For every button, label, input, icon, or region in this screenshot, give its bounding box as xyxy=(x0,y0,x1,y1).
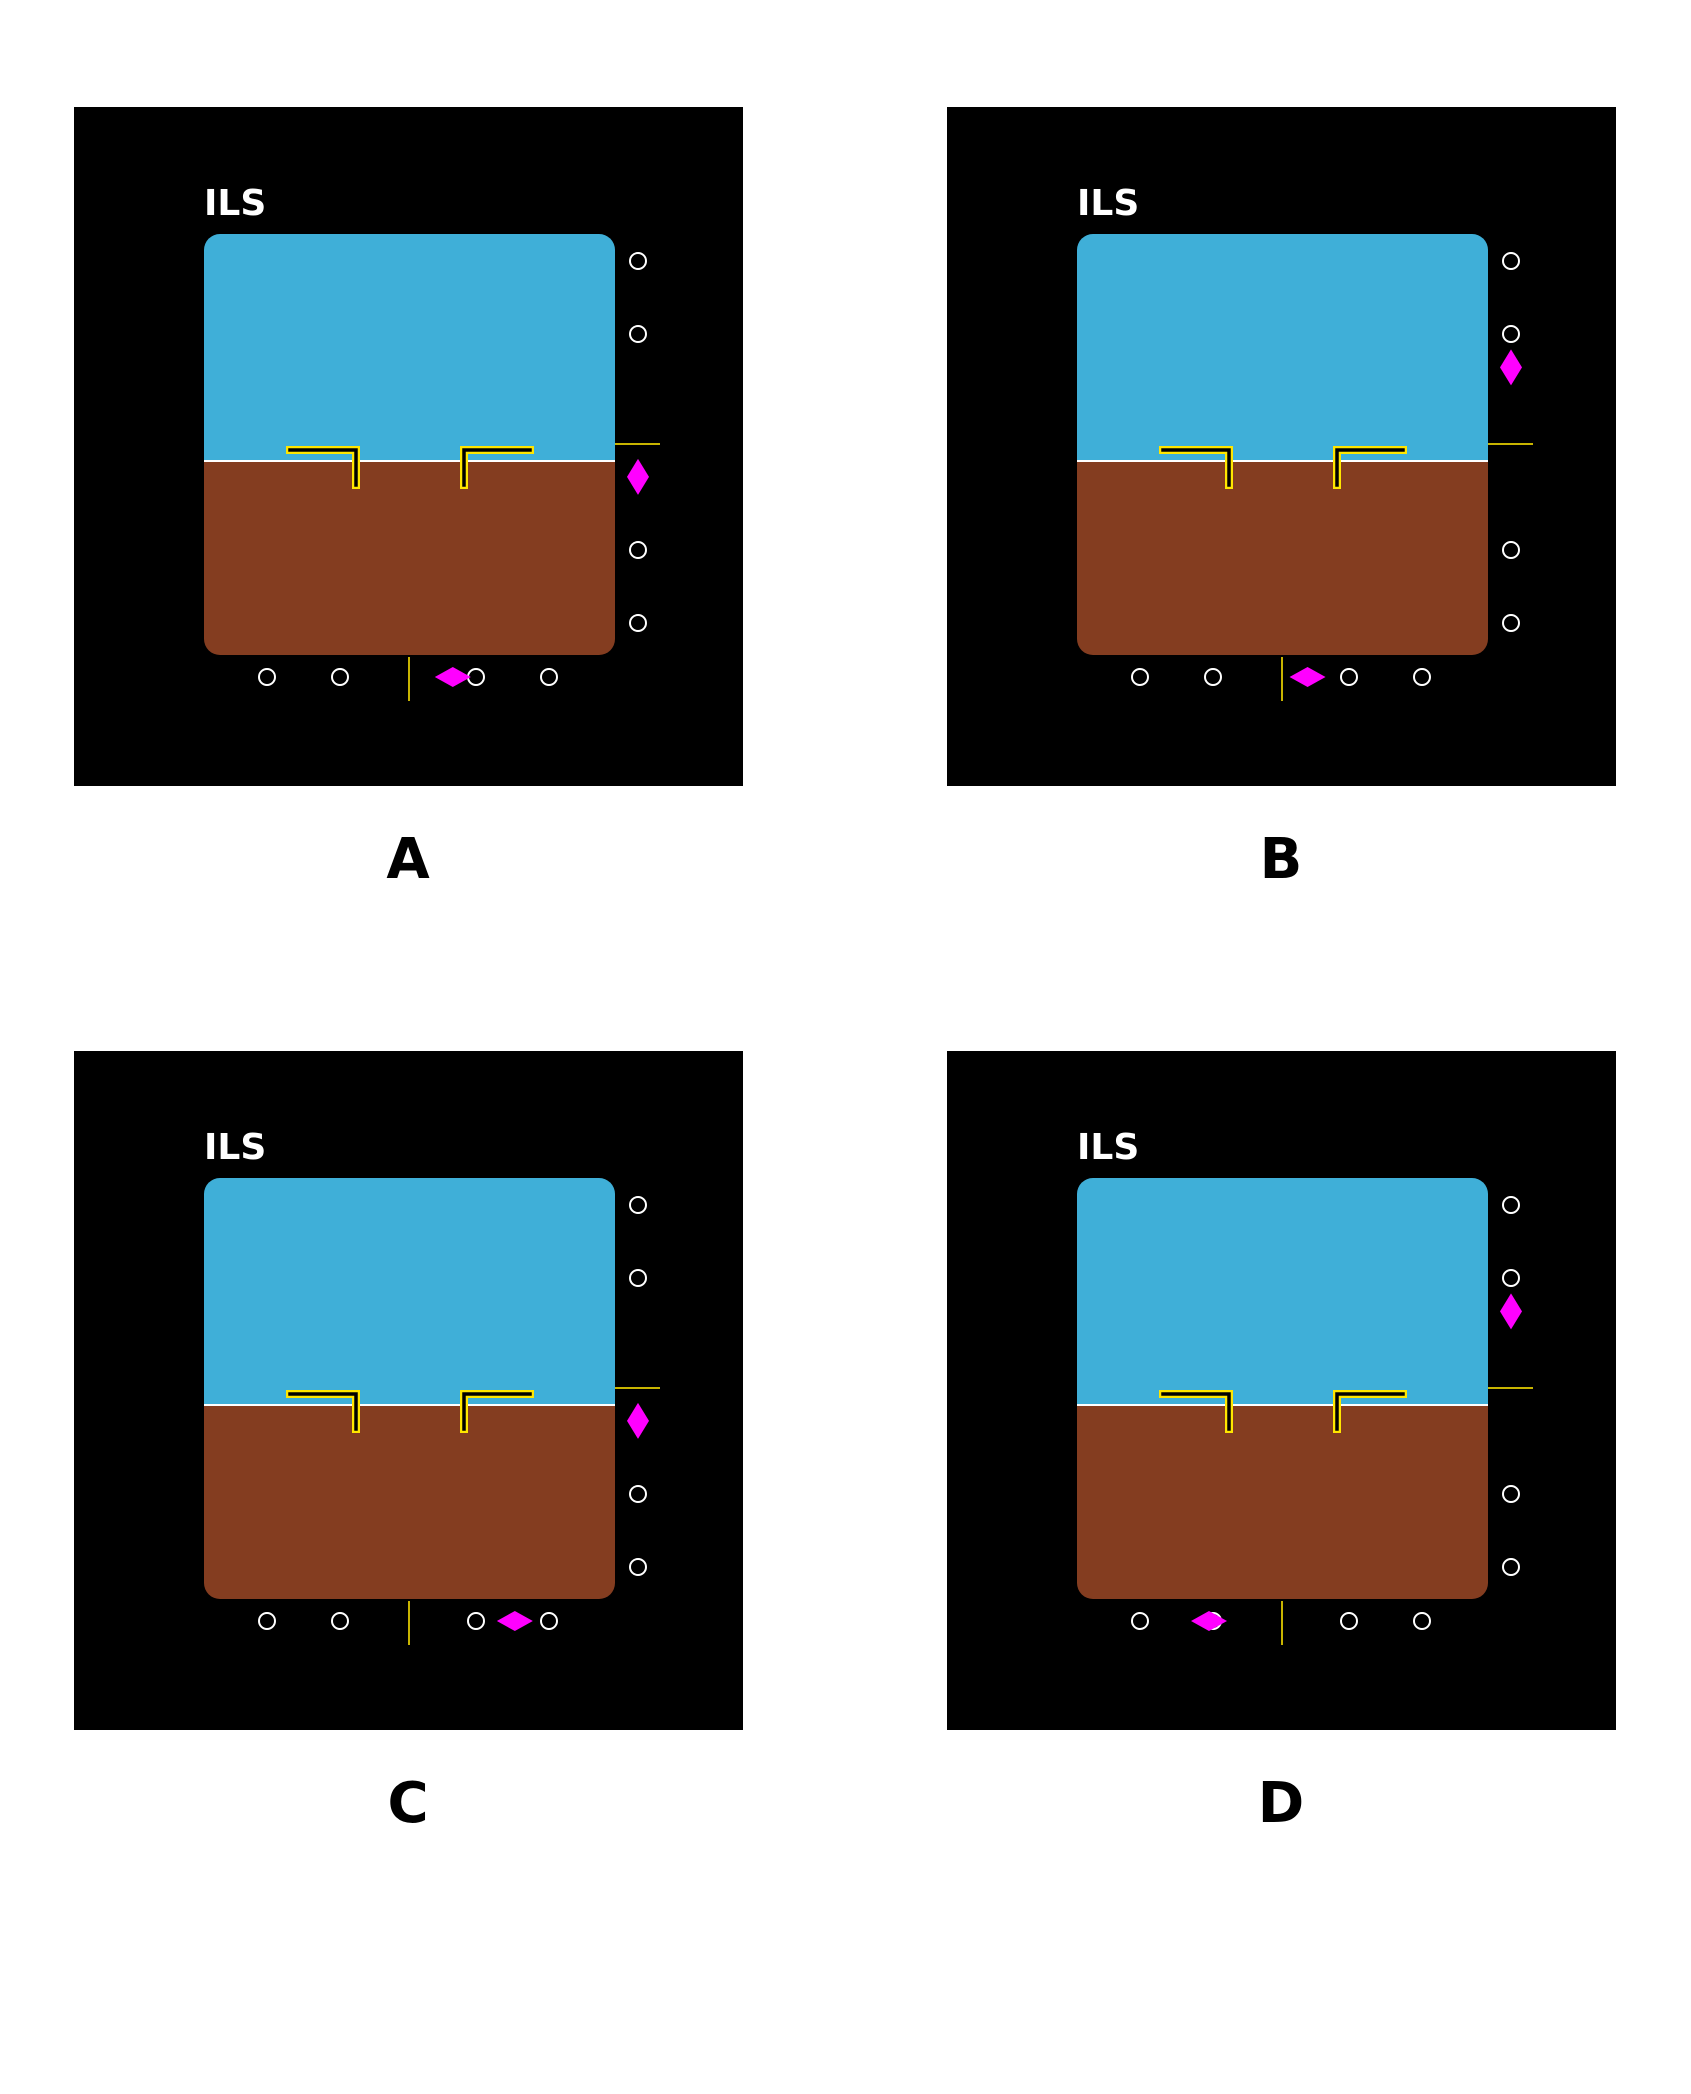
ils-display: ILS xyxy=(204,1127,660,1645)
panel-d: ILS xyxy=(947,1051,1616,1730)
panel-label: D xyxy=(1257,1771,1305,1836)
localizer-dot xyxy=(540,1612,558,1630)
aircraft-symbol-left-core xyxy=(288,1392,358,1431)
aircraft-symbol-right-core xyxy=(1335,1392,1405,1431)
glideslope-dot xyxy=(629,1269,647,1287)
localizer-dot xyxy=(467,1612,485,1630)
localizer-diamond xyxy=(1289,667,1326,687)
localizer-dot xyxy=(258,1612,276,1630)
display-title: ILS xyxy=(1077,1127,1139,1168)
glideslope-dot xyxy=(629,1558,647,1576)
aircraft-symbol-left-core xyxy=(1161,1392,1231,1431)
glideslope-dot xyxy=(629,252,647,270)
glideslope-dot xyxy=(1502,1269,1520,1287)
attitude-indicator xyxy=(1077,1178,1488,1599)
ils-display: ILS xyxy=(204,183,660,701)
localizer-dot xyxy=(1413,668,1431,686)
aircraft-symbol-right-core xyxy=(462,448,532,487)
sky xyxy=(204,1178,615,1405)
glideslope-dot xyxy=(1502,252,1520,270)
glideslope-diamond xyxy=(627,458,649,495)
panel-a: ILS xyxy=(74,107,743,786)
attitude-indicator xyxy=(1077,234,1488,655)
localizer-dot xyxy=(1131,1612,1149,1630)
glideslope-dot xyxy=(629,325,647,343)
localizer-dot xyxy=(331,668,349,686)
glideslope-diamond xyxy=(627,1402,649,1439)
localizer-dot xyxy=(1131,668,1149,686)
aircraft-symbol-right-core xyxy=(1335,448,1405,487)
panel-label: A xyxy=(386,827,430,892)
panel-b: ILS xyxy=(947,107,1616,786)
localizer-dot xyxy=(1204,668,1222,686)
localizer-dot xyxy=(1340,668,1358,686)
localizer-dot xyxy=(1413,1612,1431,1630)
aircraft-symbol-right-core xyxy=(462,1392,532,1431)
localizer-dot xyxy=(331,1612,349,1630)
display-title: ILS xyxy=(1077,183,1139,224)
ground xyxy=(204,461,615,655)
attitude-indicator xyxy=(204,1178,615,1599)
glideslope-dot xyxy=(629,614,647,632)
glideslope-dot xyxy=(1502,1558,1520,1576)
glideslope-dot xyxy=(1502,614,1520,632)
glideslope-dot xyxy=(629,1196,647,1214)
aircraft-symbol-left-core xyxy=(288,448,358,487)
aircraft-symbol-left-core xyxy=(1161,448,1231,487)
glideslope-dot xyxy=(629,541,647,559)
glideslope-dot xyxy=(1502,541,1520,559)
panel-c: ILS xyxy=(74,1051,743,1730)
panel-label: B xyxy=(1259,827,1303,892)
display-title: ILS xyxy=(204,1127,266,1168)
sky xyxy=(204,234,615,461)
display-title: ILS xyxy=(204,183,266,224)
glideslope-diamond xyxy=(1500,1293,1522,1330)
sky xyxy=(1077,1178,1488,1405)
sky xyxy=(1077,234,1488,461)
glideslope-diamond xyxy=(1500,349,1522,386)
panel-label: C xyxy=(387,1771,429,1836)
glideslope-dot xyxy=(629,1485,647,1503)
localizer-diamond xyxy=(496,1611,533,1631)
ground xyxy=(1077,1405,1488,1599)
ground xyxy=(204,1405,615,1599)
localizer-diamond xyxy=(1191,1611,1227,1631)
glideslope-dot xyxy=(1502,1485,1520,1503)
attitude-indicator xyxy=(204,234,615,655)
localizer-diamond xyxy=(434,667,471,687)
localizer-dot xyxy=(540,668,558,686)
ils-display: ILS xyxy=(1077,183,1533,701)
ils-display: ILS xyxy=(1077,1127,1533,1645)
ground xyxy=(1077,461,1488,655)
localizer-dot xyxy=(258,668,276,686)
glideslope-dot xyxy=(1502,325,1520,343)
localizer-dot xyxy=(1340,1612,1358,1630)
glideslope-dot xyxy=(1502,1196,1520,1214)
